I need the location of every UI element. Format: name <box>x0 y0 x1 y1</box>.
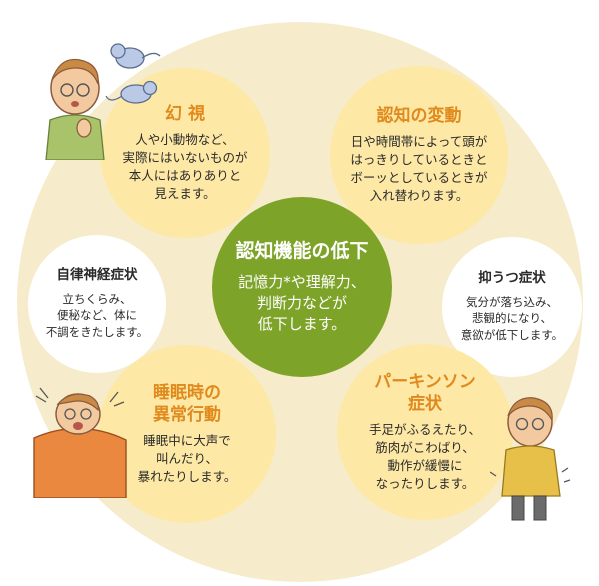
bubble-body: 人や小動物など、 実際にはいないものが 本人にはありありと 見えます。 <box>122 131 248 202</box>
center-body: 記憶力*や理解力、 判断力などが 低下します。 <box>238 272 366 333</box>
bubble-title: 幻 視 <box>165 103 205 124</box>
bubble-body: 立ちくらみ、 便秘など、体に 不調をきたします。 <box>45 291 149 340</box>
bubble-title: 睡眠時の 異常行動 <box>153 382 221 425</box>
elderly-woman-hallucination-illustration <box>45 58 105 160</box>
bubble-sleep-behavior: 睡眠時の 異常行動 睡眠中に大声で 叫んだり、 暴れたりします。 <box>98 345 276 523</box>
sleeping-man-shouting-illustration <box>33 387 127 498</box>
bubble-body: 日や時間帯によって頭が はっきりしているときと ボーッとしているときが 入れ替わ… <box>350 133 488 204</box>
bubble-body: 睡眠中に大声で 叫んだり、 暴れたりします。 <box>137 432 237 485</box>
small-animals-illustration <box>105 43 161 104</box>
bubble-title: 抑うつ症状 <box>478 270 546 287</box>
center-title: 認知機能の低下 <box>235 240 369 263</box>
bubble-body: 手足がふるえたり、 筋肉がこわばり、 動作が緩慢に なったりします。 <box>368 421 481 492</box>
bubble-title: 自律神経症状 <box>56 267 138 284</box>
bubble-title: 認知の変動 <box>376 105 462 126</box>
bubble-cognitive-fluctuation: 認知の変動 日や時間帯によって頭が はっきりしているときと ボーッとしているとき… <box>330 66 508 244</box>
bubble-body: 気分が落ち込み、 悲観的になり、 意欲が低下します。 <box>460 294 564 343</box>
center-cognitive-decline: 認知機能の低下 記憶力*や理解力、 判断力などが 低下します。 <box>212 197 392 377</box>
bubble-autonomic-symptoms: 自律神経症状 立ちくらみ、 便秘など、体に 不調をきたします。 <box>28 235 166 373</box>
bubble-parkinsonism: パーキンソン 症状 手足がふるえたり、 筋肉がこわばり、 動作が緩慢に なったり… <box>337 344 513 520</box>
bubble-title: パーキンソン 症状 <box>374 371 476 414</box>
elderly-woman-trembling-illustration <box>490 397 571 521</box>
